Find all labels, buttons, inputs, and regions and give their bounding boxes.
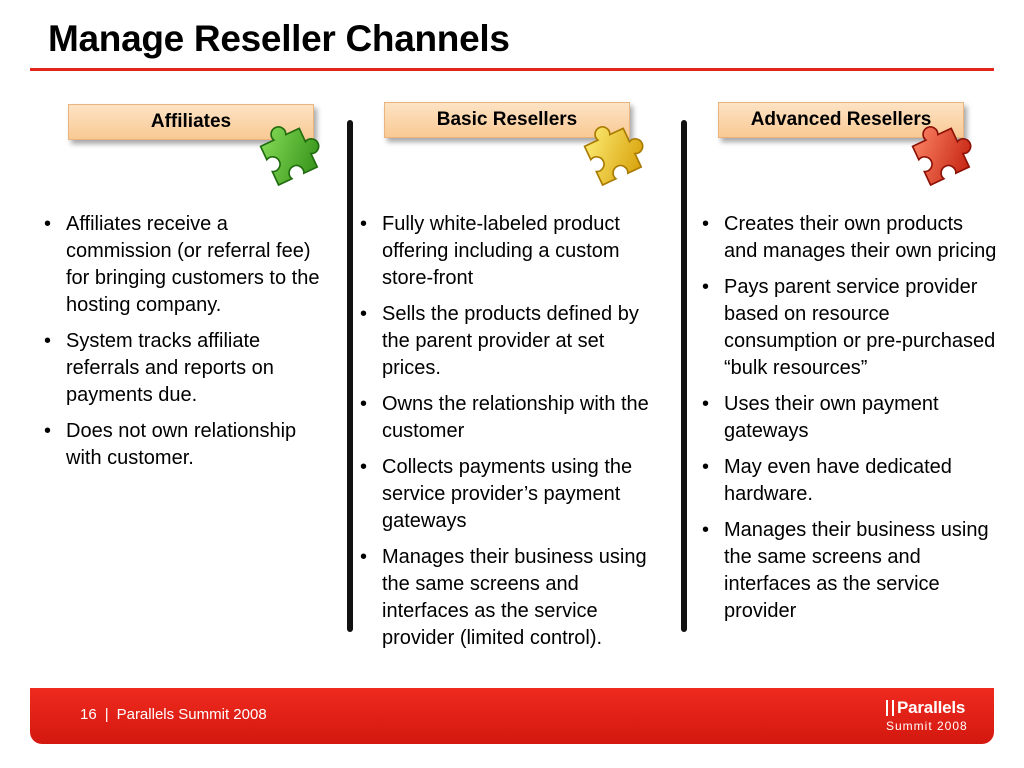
parallels-bars-icon <box>886 700 894 716</box>
list-item: Collects payments using the service prov… <box>356 454 666 535</box>
list-item: Owns the relationship with the customer <box>356 391 666 445</box>
list-item: Manages their business using the same sc… <box>356 544 666 652</box>
list-item: May even have dedicated hardware. <box>698 454 998 508</box>
green-puzzle-icon <box>259 126 320 187</box>
list-item: Uses their own payment gateways <box>698 391 998 445</box>
basic-resellers-bullet-list: Fully white-labeled product offering inc… <box>356 211 666 661</box>
list-item: Pays parent service provider based on re… <box>698 274 998 382</box>
slide-title: Manage Reseller Channels <box>48 18 510 59</box>
footer-text: 16 | Parallels Summit 2008 <box>80 706 275 723</box>
page-number: 16 <box>80 706 97 723</box>
affiliates-bullet-list: Affiliates receive a commission (or refe… <box>40 211 330 481</box>
parallels-logo: Parallels Summit 2008 <box>886 698 968 733</box>
list-item: Sells the products defined by the parent… <box>356 301 666 382</box>
list-item: Creates their own products and manages t… <box>698 211 998 265</box>
header-affiliates: Affiliates <box>68 104 314 140</box>
footer-separator: | <box>104 706 109 723</box>
footer-bar <box>30 688 994 744</box>
logo-sub-text: Summit 2008 <box>886 719 968 733</box>
advanced-resellers-bullet-list: Creates their own products and manages t… <box>698 211 998 634</box>
list-item: Manages their business using the same sc… <box>698 517 998 625</box>
title-rule <box>30 68 994 71</box>
column-divider-2 <box>681 120 687 632</box>
footer-event-name: Parallels Summit 2008 <box>116 706 267 723</box>
column-divider-1 <box>347 120 353 632</box>
list-item: Fully white-labeled product offering inc… <box>356 211 666 292</box>
list-item: System tracks affiliate referrals and re… <box>40 328 330 409</box>
yellow-puzzle-icon <box>583 126 644 187</box>
list-item: Affiliates receive a commission (or refe… <box>40 211 330 319</box>
header-basic-resellers: Basic Resellers <box>384 102 630 138</box>
red-puzzle-icon <box>911 126 972 187</box>
list-item: Does not own relationship with customer. <box>40 418 330 472</box>
logo-main-text: Parallels <box>897 698 966 717</box>
